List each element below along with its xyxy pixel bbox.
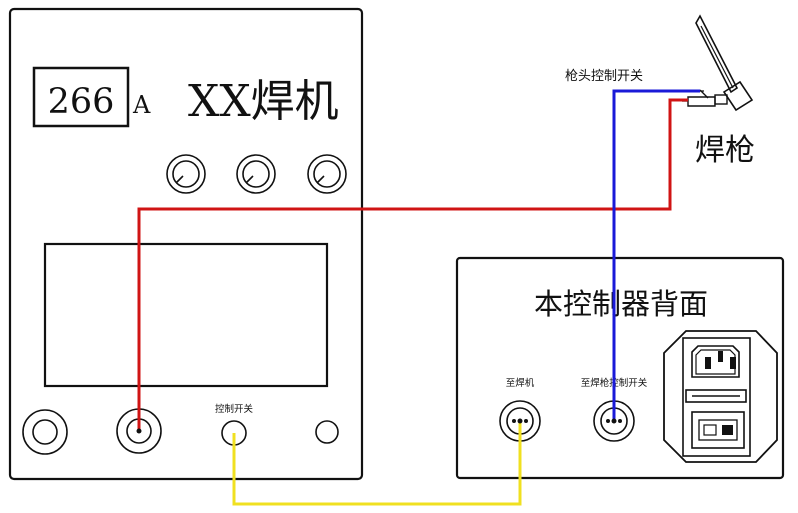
torch-switch-label: 枪头控制开关 <box>565 68 643 84</box>
current-display <box>32 66 130 128</box>
output-terminal-left <box>22 409 68 455</box>
red-cable-end <box>136 428 142 434</box>
control-switch-label: 控制开关 <box>215 403 254 415</box>
spare-socket <box>315 420 339 444</box>
to-welder-label: 至焊机 <box>506 377 535 389</box>
red-power-cable <box>137 98 688 431</box>
welder-machine: 266 A XX焊机 控制开关 <box>8 7 364 481</box>
blue-signal-cable <box>612 89 700 421</box>
controller-box: 本控制器背面 至焊机 至焊枪控制开关 <box>455 256 785 480</box>
welding-torch: 枪头控制开关 焊枪 <box>565 14 755 168</box>
power-socket-icon <box>691 345 740 378</box>
blue-cable-end <box>611 418 617 424</box>
yellow-control-cable <box>232 421 522 506</box>
current-value: 266 <box>48 82 115 122</box>
torch-label: 焊枪 <box>695 133 755 168</box>
torch-icon <box>676 14 754 112</box>
welder-title: XX焊机 <box>188 76 339 127</box>
controller-title: 本控制器背面 <box>534 287 708 321</box>
knob-2[interactable] <box>236 154 276 194</box>
power-switch[interactable] <box>691 411 745 449</box>
knob-1[interactable] <box>166 154 206 194</box>
yellow-cable-end <box>517 418 523 424</box>
fuse-holder <box>685 389 747 403</box>
welder-panel-window <box>43 242 329 388</box>
power-inlet-module <box>663 330 778 463</box>
knob-3[interactable] <box>307 154 347 194</box>
current-unit: A <box>132 91 151 119</box>
